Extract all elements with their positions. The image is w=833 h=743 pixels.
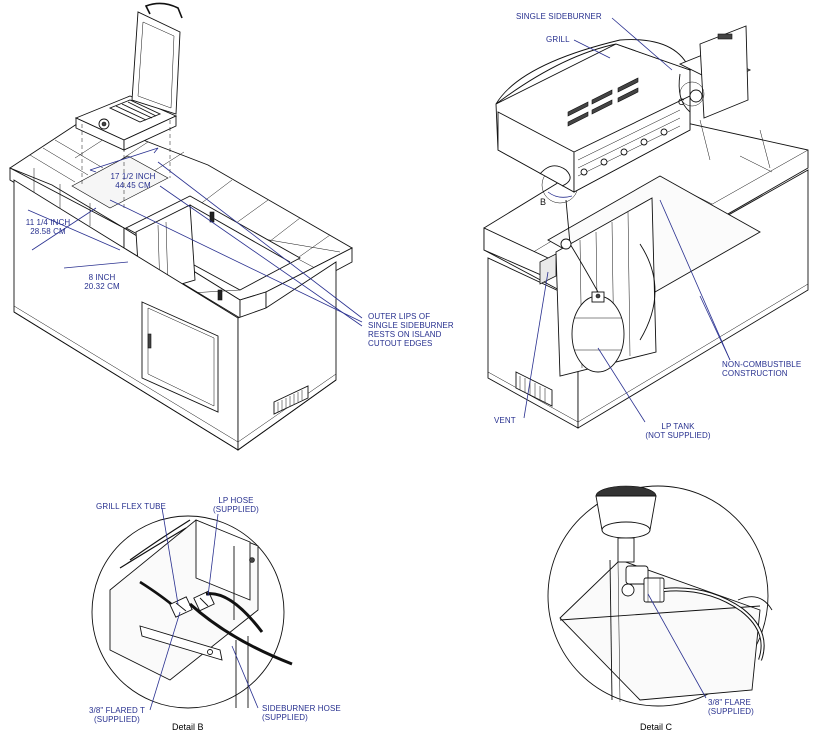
detail-b-drawing — [91, 507, 293, 711]
dim-depth-cm: 28.58 CM — [30, 227, 66, 236]
dim-front-cm: 20.32 CM — [84, 282, 120, 291]
lp-tank-label: LP TANK (NOT SUPPLIED) — [640, 422, 716, 440]
outer-lips-line-2: SINGLE SIDEBURNER — [368, 321, 454, 330]
flared-t-label: 3/8" FLARED T (SUPPLIED) — [84, 706, 150, 724]
detail-c-drawing — [547, 485, 773, 707]
grill-flex-tube-label: GRILL FLEX TUBE — [96, 502, 166, 511]
detail-c-caption: Detail C — [640, 722, 673, 732]
dim-width-label: 17 1/2 INCH 44.45 CM — [104, 172, 162, 190]
non-combustible-label: NON-COMBUSTIBLE CONSTRUCTION — [722, 360, 801, 378]
marker-c: C — [678, 97, 685, 107]
grill-drawing — [495, 39, 691, 193]
flared-t-line-2: (SUPPLIED) — [94, 715, 140, 724]
detail-b-caption: Detail B — [172, 722, 204, 732]
lp-tank-line-2: (NOT SUPPLIED) — [645, 431, 711, 440]
lp-tank-line-1: LP TANK — [661, 422, 695, 431]
flared-t-line-1: 3/8" FLARED T — [88, 706, 145, 715]
dim-depth-inch: 11 1/4 INCH — [25, 218, 71, 227]
outer-lips-line-1: OUTER LIPS OF — [368, 312, 431, 321]
lp-hose-line-2: (SUPPLIED) — [213, 505, 259, 514]
outer-lips-line-3: RESTS ON ISLAND — [368, 330, 442, 339]
single-sideburner-label: SINGLE SIDEBURNER — [516, 12, 602, 21]
outer-lips-line-4: CUTOUT EDGES — [368, 339, 433, 348]
sideburner-hose-line-1: SIDEBURNER HOSE — [262, 704, 341, 713]
non-combustible-line-1: NON-COMBUSTIBLE — [722, 360, 802, 369]
vent-label: VENT — [494, 416, 516, 425]
flare-line-1: 3/8" FLARE — [708, 698, 751, 707]
sideburner-hose-line-2: (SUPPLIED) — [262, 713, 308, 722]
right-island-drawing — [483, 17, 809, 429]
marker-b: B — [540, 197, 547, 207]
dim-width-inch: 17 1/2 INCH — [110, 172, 156, 181]
dim-width-cm: 44.45 CM — [115, 181, 151, 190]
outer-lips-callout: OUTER LIPS OF SINGLE SIDEBURNER RESTS ON… — [368, 312, 454, 348]
dim-front-label: 8 INCH 20.32 CM — [82, 273, 122, 291]
dim-front-inch: 8 INCH — [88, 273, 116, 282]
lp-tank-drawing — [571, 291, 625, 373]
left-island-drawing — [9, 2, 363, 451]
flare-line-2: (SUPPLIED) — [708, 707, 754, 716]
non-combustible-line-2: CONSTRUCTION — [722, 369, 788, 378]
lp-hose-line-1: LP HOSE — [218, 496, 254, 505]
flare-label: 3/8" FLARE (SUPPLIED) — [708, 698, 754, 716]
lp-hose-label: LP HOSE (SUPPLIED) — [206, 496, 266, 514]
sideburner-hose-label: SIDEBURNER HOSE (SUPPLIED) — [262, 704, 341, 722]
grill-label: GRILL — [546, 35, 570, 44]
dim-depth-label: 11 1/4 INCH 28.58 CM — [24, 218, 72, 236]
